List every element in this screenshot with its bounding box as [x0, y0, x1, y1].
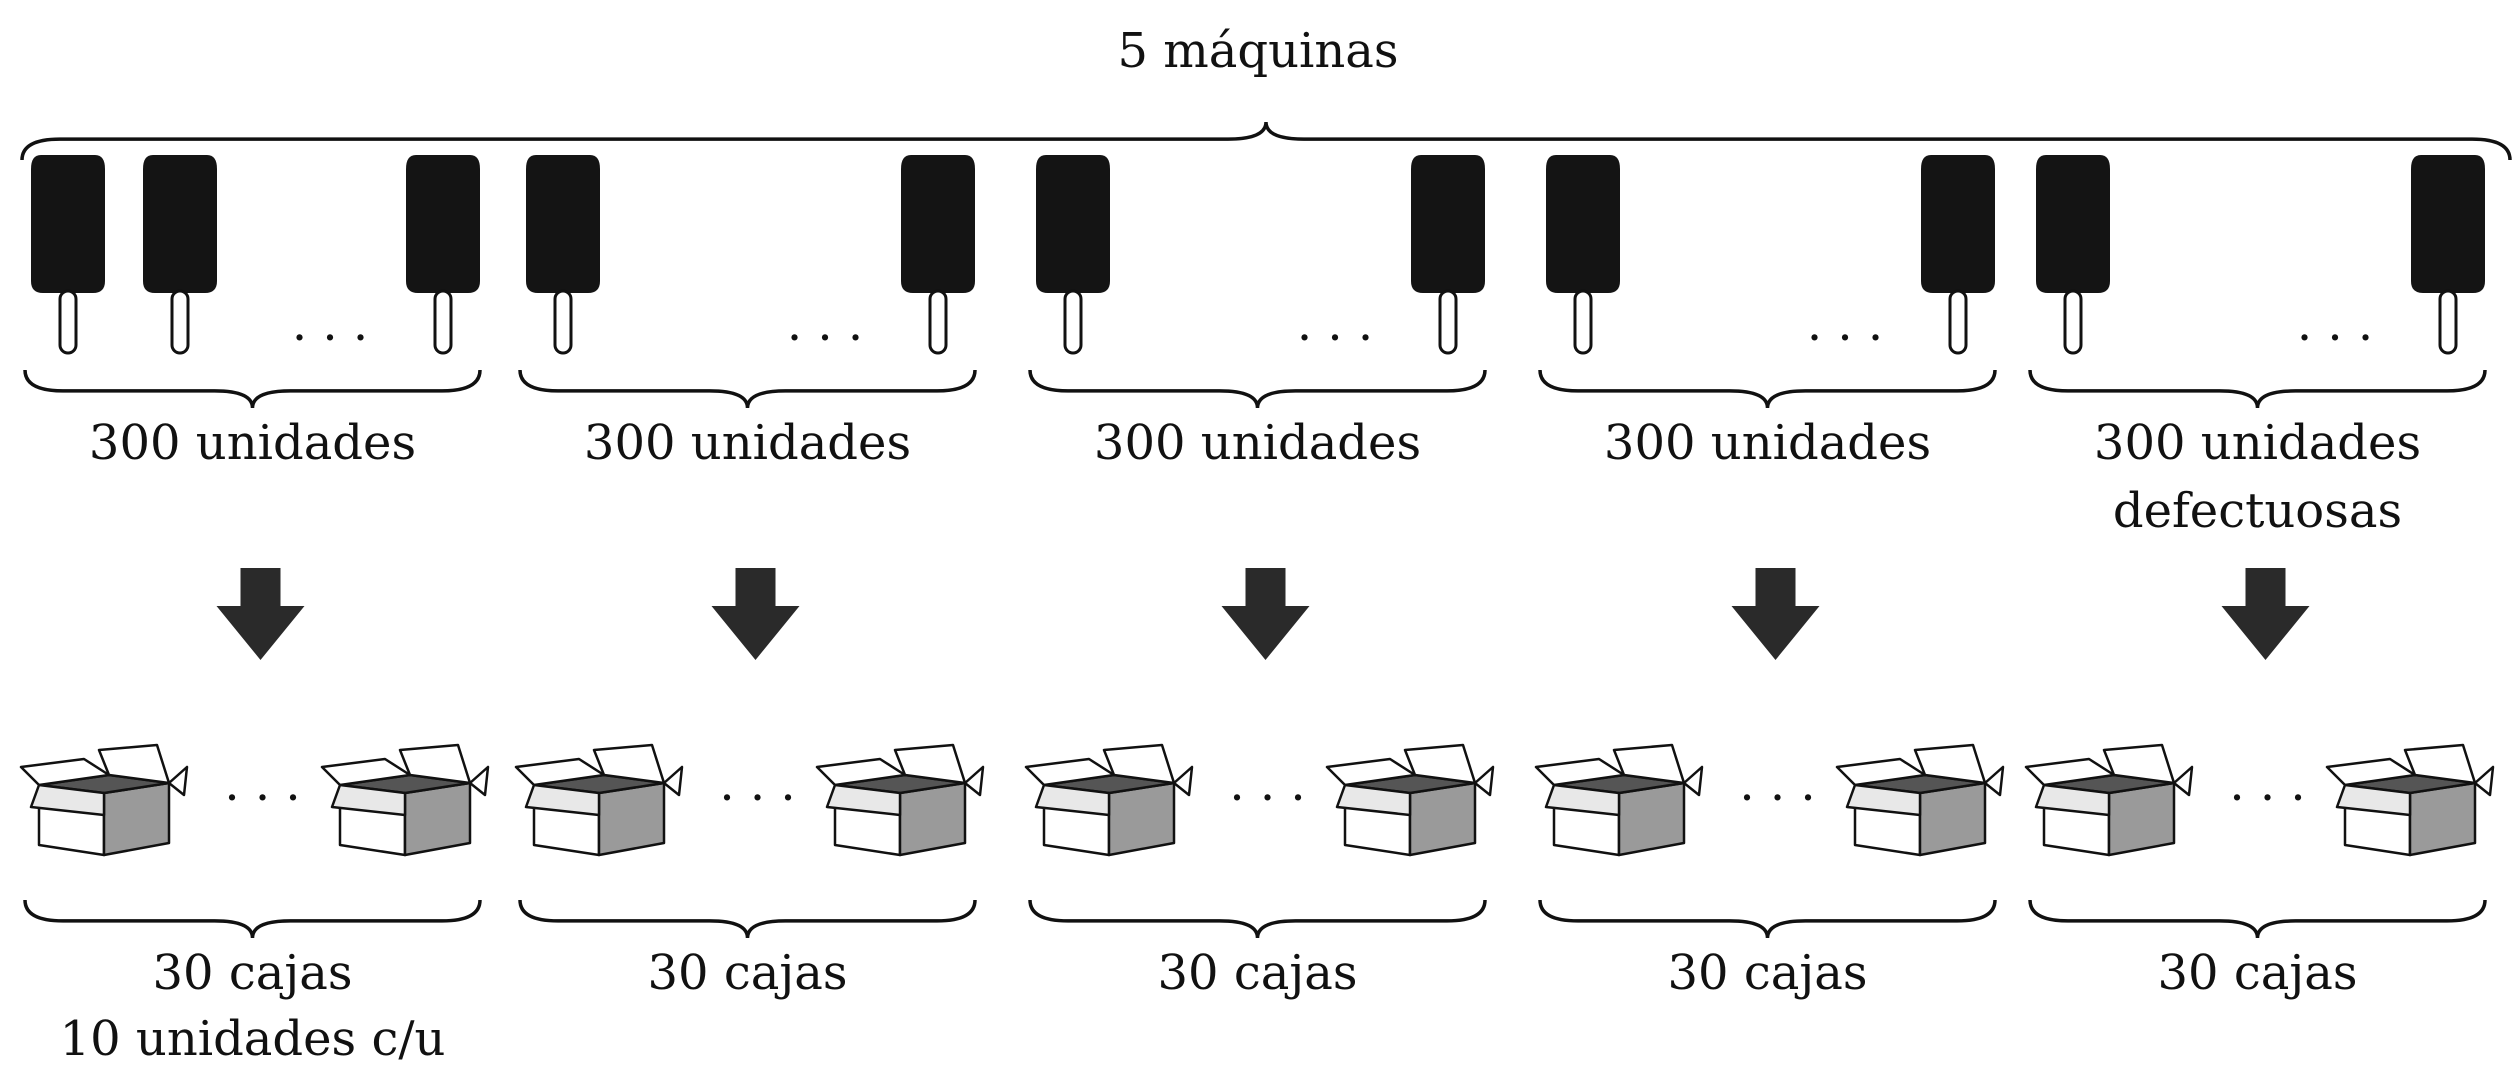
boxes-label: 30 cajas [1157, 945, 1358, 1001]
units-brace [1028, 369, 1487, 409]
boxes-ellipsis: . . . [1229, 756, 1305, 812]
units-note: defectuosas [2112, 483, 2403, 539]
box-icon [815, 743, 985, 857]
popsicle-icon [1036, 155, 1110, 355]
popsicle-icon [901, 155, 975, 355]
down-arrow-icon [711, 568, 800, 660]
popsicle-icon [1546, 155, 1620, 355]
diagram-title: 5 máquinas [1117, 23, 1399, 79]
units-label: 300 unidades [1603, 415, 1932, 471]
units-brace [2028, 369, 2487, 409]
popsicles-ellipsis: . . . [292, 296, 368, 352]
popsicles-ellipsis: . . . [2297, 296, 2373, 352]
popsicles-ellipsis: . . . [1297, 296, 1373, 352]
boxes-brace [518, 899, 977, 939]
down-arrow-icon [1221, 568, 1310, 660]
popsicles-ellipsis: . . . [1807, 296, 1883, 352]
down-arrow-icon [1731, 568, 1820, 660]
popsicle-icon [31, 155, 105, 355]
box-icon [1024, 743, 1194, 857]
boxes-brace [1538, 899, 1997, 939]
units-brace [23, 369, 482, 409]
boxes-brace [2028, 899, 2487, 939]
down-arrow-icon [2221, 568, 2310, 660]
units-label: 300 unidades [1093, 415, 1422, 471]
box-icon [2325, 743, 2495, 857]
popsicle-icon [2036, 155, 2110, 355]
boxes-ellipsis: . . . [1739, 756, 1815, 812]
box-icon [1835, 743, 2005, 857]
box-icon [320, 743, 490, 857]
units-label: 300 unidades [583, 415, 912, 471]
boxes-ellipsis: . . . [2229, 756, 2305, 812]
units-label: 300 unidades [88, 415, 417, 471]
boxes-ellipsis: . . . [224, 756, 300, 812]
box-icon [2024, 743, 2194, 857]
boxes-label: 30 cajas [2157, 945, 2358, 1001]
box-icon [1534, 743, 1704, 857]
box-icon [514, 743, 684, 857]
machines-brace [20, 121, 2512, 161]
popsicle-icon [526, 155, 600, 355]
boxes-note: 10 unidades c/u [59, 1011, 446, 1067]
boxes-label: 30 cajas [152, 945, 353, 1001]
popsicle-icon [1921, 155, 1995, 355]
boxes-ellipsis: . . . [719, 756, 795, 812]
popsicle-icon [1411, 155, 1485, 355]
box-icon [1325, 743, 1495, 857]
popsicles-ellipsis: . . . [787, 296, 863, 352]
box-icon [19, 743, 189, 857]
down-arrow-icon [216, 568, 305, 660]
boxes-label: 30 cajas [647, 945, 848, 1001]
boxes-label: 30 cajas [1667, 945, 1868, 1001]
boxes-brace [1028, 899, 1487, 939]
units-brace [518, 369, 977, 409]
popsicle-icon [2411, 155, 2485, 355]
popsicle-icon [406, 155, 480, 355]
units-brace [1538, 369, 1997, 409]
boxes-brace [23, 899, 482, 939]
units-label: 300 unidades [2093, 415, 2422, 471]
popsicle-icon [143, 155, 217, 355]
